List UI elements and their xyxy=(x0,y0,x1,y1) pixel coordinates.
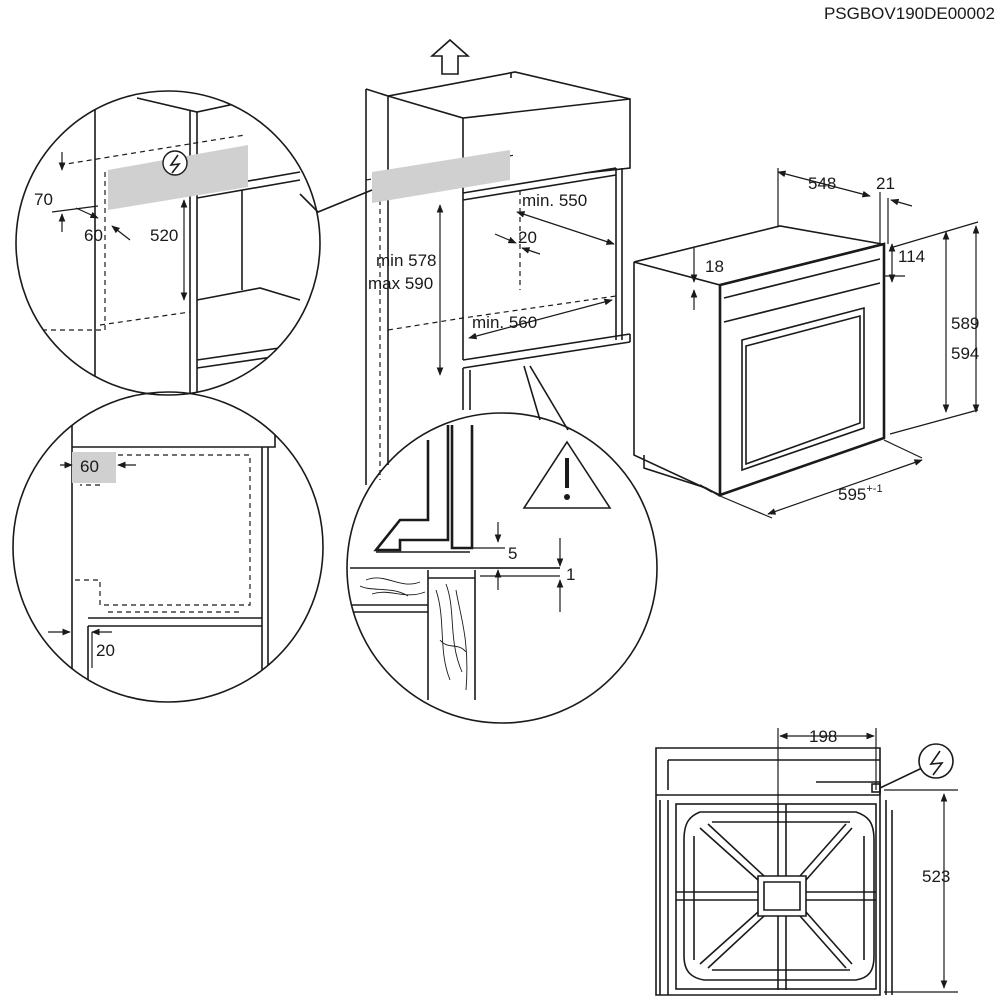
detail-bottom-1-label: 1 xyxy=(566,565,575,584)
front-view-198-label: 198 xyxy=(809,727,837,746)
oven-width-tolerance: +-1 xyxy=(866,483,882,495)
detail-bottom-5-label: 5 xyxy=(508,544,517,563)
oven-width-value: 595 xyxy=(838,485,866,504)
front-view-523-label: 523 xyxy=(922,867,950,886)
oven-18-label: 18 xyxy=(705,257,724,276)
detail-60-label: 60 xyxy=(84,226,103,245)
detail-mid-20-label: 20 xyxy=(96,641,115,660)
niche-max-height-label: max 590 xyxy=(368,274,433,293)
oven-body xyxy=(633,168,980,519)
oven-width-595-label: 595+-1 xyxy=(838,483,883,504)
oven-height-594-label: 594 xyxy=(951,344,979,363)
detail-mid-60-label: 60 xyxy=(80,457,99,476)
detail-mid-left xyxy=(12,391,324,703)
detail-bottom-center xyxy=(346,412,658,724)
electric-connection-icon xyxy=(918,743,954,779)
arrow-up-icon xyxy=(429,38,471,75)
niche-depth-gap-label: 20 xyxy=(518,228,537,247)
oven-21-label: 21 xyxy=(876,174,895,193)
detail-top-left xyxy=(15,90,321,396)
cabinet-niche xyxy=(299,38,631,485)
document-code: PSGBOV190DE00002 xyxy=(824,4,995,23)
oven-depth-548-label: 548 xyxy=(808,174,836,193)
oven-114-label: 114 xyxy=(898,247,925,266)
front-view xyxy=(655,728,958,996)
warning-triangle-icon xyxy=(522,440,612,509)
niche-min-height-label: min 578 xyxy=(376,251,436,270)
niche-min-width-label: min. 550 xyxy=(522,191,587,210)
electric-connection-icon xyxy=(162,150,188,176)
niche-min-depth-label: min. 560 xyxy=(472,313,537,332)
detail-520-label: 520 xyxy=(150,226,178,245)
oven-height-589-label: 589 xyxy=(951,314,979,333)
detail-70-label: 70 xyxy=(34,190,53,209)
